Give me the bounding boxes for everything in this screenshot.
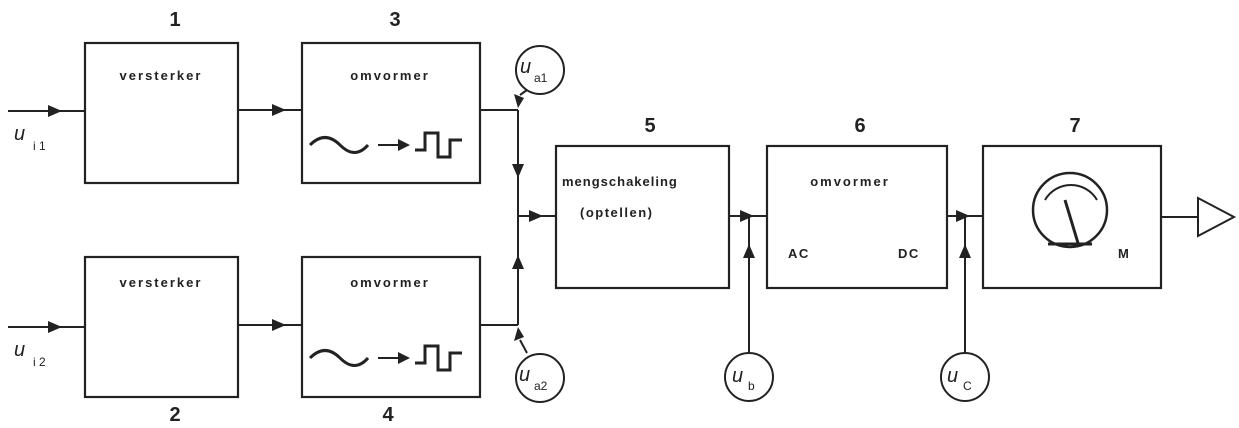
- signal-uc-main: u: [947, 365, 958, 387]
- wire-2-to-4: [238, 319, 302, 331]
- block-1-label: versterker: [120, 68, 203, 83]
- signal-ui2-sub: i 2: [33, 355, 46, 369]
- probe-ub: u b: [724, 216, 774, 402]
- wire-3-to-bus: [480, 109, 524, 325]
- block-5-label-line1: mengschakeling: [562, 174, 678, 189]
- block-1-amplifier: 1 versterker: [83, 9, 240, 185]
- signal-ui1-main: u: [14, 123, 25, 145]
- signal-ua1-sub: a1: [534, 71, 548, 85]
- block-6-number: 6: [854, 115, 865, 137]
- block-5-mixer: 5 mengschakeling (optellen): [554, 115, 731, 290]
- probe-ua1: u a1: [514, 45, 565, 108]
- wire-bus-to-5: [518, 210, 556, 222]
- block-4-label: omvormer: [350, 275, 430, 290]
- output-terminal-icon: [1161, 196, 1237, 238]
- signal-ub-main: u: [732, 365, 743, 387]
- wire-input-2: [8, 321, 85, 333]
- block-7-label-m: M: [1118, 246, 1130, 261]
- block-2-number: 2: [169, 404, 180, 426]
- signal-ua2-sub: a2: [534, 379, 548, 393]
- block-4-converter: 4 omvormer: [300, 255, 482, 426]
- block-6-label-ac: AC: [788, 246, 810, 261]
- probe-ua2: u a2: [514, 327, 565, 403]
- block-6-converter: 6 omvormer AC DC: [765, 115, 949, 290]
- block-4-number: 4: [382, 404, 394, 426]
- wire-4-to-bus: [480, 255, 524, 326]
- sine-to-square-icon: [308, 344, 462, 372]
- signal-ua1-main: u: [520, 56, 531, 78]
- sine-to-square-icon: [308, 131, 462, 159]
- signal-ui1-label: u i 1: [14, 123, 46, 153]
- block-7-number: 7: [1069, 115, 1080, 137]
- signal-uc-sub: C: [963, 379, 972, 393]
- block-3-label: omvormer: [350, 68, 430, 83]
- meter-icon: [1031, 171, 1109, 249]
- signal-ui2-label: u i 2: [14, 339, 46, 369]
- signal-ua2-main: u: [519, 364, 530, 386]
- probe-uc: u C: [940, 216, 990, 402]
- block-5-number: 5: [644, 115, 655, 137]
- block-2-label: versterker: [120, 275, 203, 290]
- wire-1-to-3: [238, 104, 302, 116]
- signal-ui2-main: u: [14, 339, 25, 361]
- block-3-converter: 3 omvormer: [300, 9, 482, 185]
- block-5-label-line2: (optellen): [580, 205, 654, 220]
- block-1-number: 1: [169, 9, 180, 31]
- signal-ub-sub: b: [748, 379, 755, 393]
- block-7-meter: 7 M: [981, 115, 1163, 290]
- block-2-amplifier: 2 versterker: [83, 255, 240, 426]
- block-6-label: omvormer: [810, 174, 890, 189]
- wire-input-1: [8, 105, 85, 117]
- signal-ui1-sub: i 1: [33, 139, 46, 153]
- block-6-label-dc: DC: [898, 246, 920, 261]
- block-3-number: 3: [389, 9, 400, 31]
